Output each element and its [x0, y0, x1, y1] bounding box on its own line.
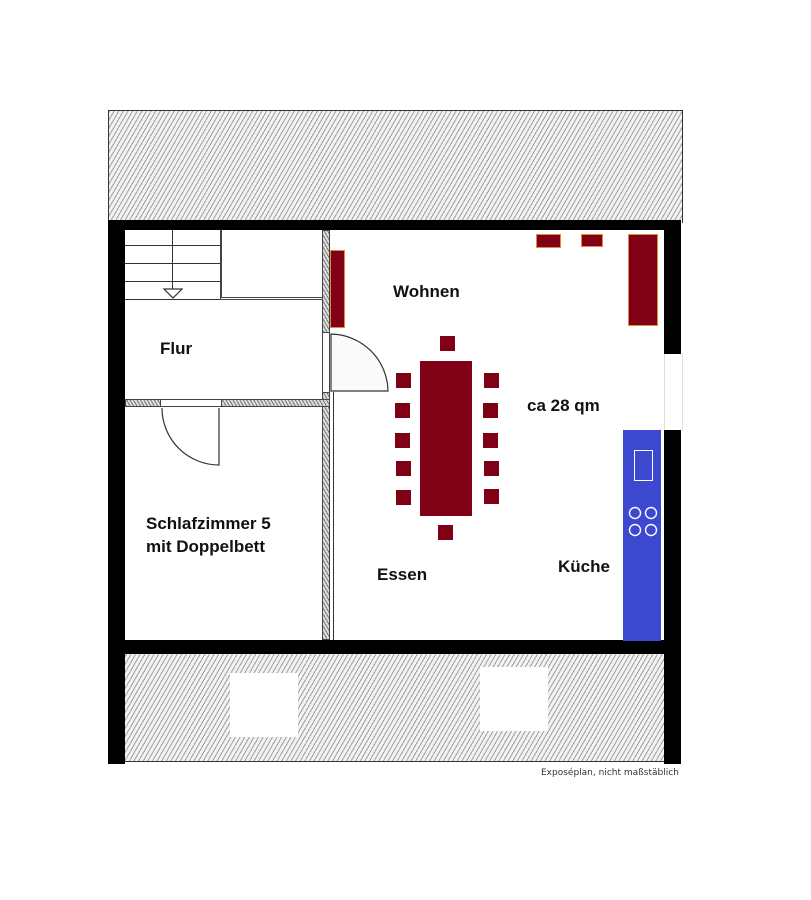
- chair-head-bottom: [438, 525, 453, 540]
- door-frame-wohnen: [322, 333, 330, 392]
- stair-center-line: [172, 230, 173, 290]
- room-label-schlafzimmer: Schlafzimmer 5: [146, 514, 271, 533]
- outer-wall-left: [108, 220, 125, 764]
- door-frame-schlaf: [161, 399, 221, 407]
- window-right: [664, 354, 683, 430]
- cabinet-right: [628, 234, 658, 326]
- outer-wall-bottom-edge: [108, 758, 112, 764]
- sink-icon: [634, 450, 653, 481]
- room-label-flur: Flur: [160, 339, 193, 358]
- room-label-schlafzimmer-sub: mit Doppelbett: [146, 537, 265, 556]
- interior-wall-outline: [333, 392, 334, 640]
- roof-slope-bottom: [112, 654, 678, 762]
- chair-right-1: [484, 373, 499, 388]
- chair-right-4: [484, 461, 499, 476]
- stove-burners-icon: [628, 506, 658, 537]
- interior-wall-flur-wohnen-upper: [322, 230, 330, 333]
- stair-arrow-icon: [163, 288, 183, 299]
- door-swing-schlaf-icon: [161, 407, 220, 466]
- outer-wall-right-upper: [664, 220, 681, 354]
- skylight-left: [230, 673, 298, 737]
- room-label-wohnen: Wohnen: [393, 282, 460, 301]
- chair-left-3: [395, 433, 410, 448]
- dining-table: [420, 361, 472, 516]
- interior-wall-flur-schlaf-left: [125, 399, 161, 407]
- chair-right-2: [483, 403, 498, 418]
- room-label-kueche: Küche: [558, 557, 610, 576]
- small-cabinet-1: [536, 234, 561, 248]
- small-cabinet-2: [581, 234, 603, 247]
- interior-wall-flur-schlaf-right: [221, 399, 330, 407]
- room-area-label: ca 28 qm: [527, 396, 600, 415]
- outer-wall-right-lower: [664, 430, 681, 764]
- chair-left-4: [396, 461, 411, 476]
- kitchen-counter: [623, 430, 661, 641]
- interior-wall-flur-wohnen-lower: [322, 392, 330, 640]
- outer-wall-top: [108, 220, 681, 230]
- chair-left-5: [396, 490, 411, 505]
- roof-slope-top: [108, 110, 683, 223]
- chair-right-3: [483, 433, 498, 448]
- door-swing-wohnen-icon: [330, 333, 389, 392]
- chair-left-2: [395, 403, 410, 418]
- skylight-right: [480, 667, 548, 731]
- plan-caption: Exposéplan, nicht maßstäblich: [541, 768, 679, 778]
- sideboard-left: [330, 250, 345, 328]
- chair-right-5: [484, 489, 499, 504]
- chair-left-1: [396, 373, 411, 388]
- room-label-essen: Essen: [377, 565, 428, 584]
- storage-box: [220, 230, 322, 300]
- chair-head-top: [440, 336, 455, 351]
- stair-line-4: [125, 299, 220, 300]
- outer-wall-bottom: [108, 640, 681, 654]
